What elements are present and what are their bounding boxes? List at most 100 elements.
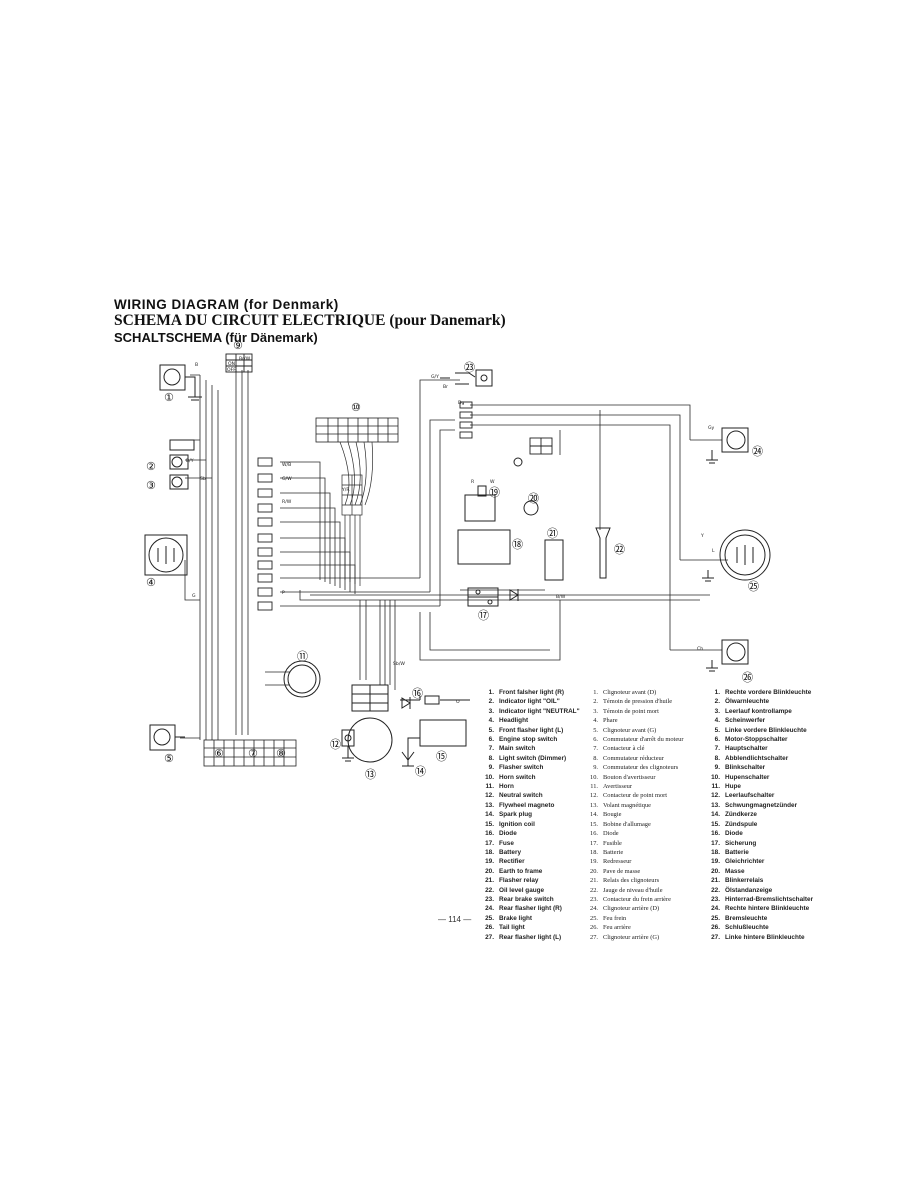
wire-code-l: L: [712, 548, 715, 554]
legend-text: Diode: [603, 830, 619, 838]
legend-text: Oil level gauge: [499, 886, 545, 894]
legend-text: Bougie: [603, 811, 622, 819]
legend-item-fr: 26.Feu arrière: [584, 923, 683, 932]
callout-10: ⑩: [351, 401, 361, 414]
legend-item-fr: 16.Diode: [584, 829, 683, 838]
legend-item-fr: 10.Bouton d'avertisseur: [584, 773, 683, 782]
legend-text: Indicator light "OIL": [499, 698, 560, 706]
wire-code-r: R: [471, 479, 475, 485]
legend-item-de: 1.Rechte vordere Blinkleuchte: [706, 688, 813, 697]
legend-item-fr: 2.Témoin de pression d'huile: [584, 697, 683, 706]
legend-text: Fuse: [499, 839, 514, 847]
legend-item-de: 4.Scheinwerfer: [706, 716, 813, 725]
callout-9: ⑨: [233, 339, 243, 352]
legend-number: 3.: [488, 707, 494, 715]
legend-text: Clignoteur avant (D): [603, 689, 657, 696]
legend-text: Bobine d'allumage: [603, 820, 651, 828]
legend-item-en: 2.Indicator light "OIL": [480, 697, 580, 706]
legend-item-en: 18.Battery: [480, 848, 580, 857]
handlebar-switch-block: [203, 739, 297, 767]
legend-text: Horn switch: [499, 773, 536, 781]
legend-text: Clignoteur arrière (D): [603, 905, 660, 913]
legend-text: Ölwarnleuchte: [725, 698, 770, 706]
rear-flasher-right: [706, 427, 749, 464]
legend-item-fr: 27.Clignoteur arrière (G): [584, 933, 683, 942]
legend-text: Hauptschalter: [725, 745, 768, 753]
legend-item-en: 16.Diode: [480, 829, 580, 838]
legend-number: 25.: [711, 914, 720, 922]
legend-item-en: 8.Light switch (Dimmer): [480, 754, 580, 763]
legend-number: 7.: [593, 745, 598, 753]
callout-6: ⑥: [214, 747, 224, 760]
legend-text: Ignition coil: [499, 820, 535, 828]
callout-7: ⑦: [248, 747, 258, 760]
legend-number: 4.: [714, 717, 720, 725]
legend-number: 1.: [488, 689, 494, 696]
legend-item-de: 18.Batterie: [706, 848, 813, 857]
legend-text: Contacteur de point mort: [603, 792, 668, 800]
legend-text: Motor-Stoppschalter: [725, 736, 788, 744]
legend-item-en: 20. Earth to frame: [480, 867, 580, 876]
legend-item-fr: 3.Témoin de point mort: [584, 707, 683, 716]
legend-text: Commutateur d'arrêt du moteur: [603, 736, 684, 744]
legend-item-fr: 21.Relais des clignoteurs: [584, 876, 683, 885]
legend-number: 4.: [488, 717, 494, 725]
legend-text: Schlußleuchte: [725, 924, 769, 932]
legend-text: Abblendlichtschalter: [725, 754, 789, 762]
legend-number: 24.: [485, 905, 494, 913]
legend-number: 12.: [590, 792, 598, 800]
legend-text: Fusible: [603, 839, 622, 847]
legend-item-en: 13.Flywheel magneto: [480, 801, 580, 810]
title-french: SCHEMA DU CIRCUIT ELECTRIQUE (pour Danem…: [114, 312, 506, 329]
legend-item-en: 3.Indicator light "NEUTRAL": [480, 707, 580, 716]
legend-item-de: 8.Abblendlichtschalter: [706, 754, 813, 763]
legend-text: Témoin de point mort: [603, 707, 659, 715]
legend-number: 17.: [711, 839, 720, 847]
legend-number: 23.: [485, 895, 494, 903]
front-flasher-right: [159, 364, 202, 401]
callout-23: ㉓: [464, 361, 475, 374]
legend-number: 10.: [485, 773, 494, 781]
legend-text: Earth to frame: [499, 867, 543, 875]
legend-number: 20.: [485, 867, 494, 875]
legend-text: Diode: [499, 830, 517, 838]
legend-item-en: 25.Brake light: [480, 914, 580, 923]
wire-code-gy: Gy: [708, 425, 715, 431]
legend-english: 1.Front falsher light (R)2.Indicator lig…: [480, 688, 580, 942]
legend-text: Batterie: [603, 848, 624, 856]
legend-item-de: 17. Sicherung: [706, 839, 813, 848]
legend-item-de: 25.Bremsleuchte: [706, 914, 813, 923]
legend-item-fr: 22.Jauge de niveau d'huile: [584, 886, 683, 895]
legend-text: Sicherung: [725, 839, 757, 847]
legend-number: 10.: [590, 773, 598, 781]
legend-text: Schwungmagnetzünder: [725, 801, 798, 809]
harness-bundle: [339, 441, 374, 586]
legend-number: 21.: [485, 877, 494, 885]
flywheel-magneto: [347, 684, 393, 763]
tail-brake-light: [702, 529, 771, 582]
legend-item-de: 16.Diode: [706, 829, 813, 838]
legend-number: 5.: [488, 726, 494, 734]
legend-number: 8.: [488, 754, 494, 762]
wire-code-g: G: [192, 593, 196, 599]
wire-code-w-b: W/B: [282, 462, 291, 468]
legend-number: 10.: [711, 773, 720, 781]
legend-item-de: 11.Hupe: [706, 782, 813, 791]
wire-code-r-w: R/W: [282, 499, 292, 505]
legend-text: Rechte vordere Blinkleuchte: [725, 689, 812, 696]
callout-3: ③: [146, 479, 156, 492]
legend-text: Feu arrière: [603, 924, 631, 932]
legend-number: 7.: [488, 745, 494, 753]
legend-number: 20.: [711, 867, 720, 875]
legend-text: Rectifier: [499, 858, 525, 866]
legend-number: 26.: [485, 924, 494, 932]
legend-number: 2.: [714, 698, 720, 706]
legend-item-fr: 8.Commutateur réducteur: [584, 754, 683, 763]
wire-harness: [180, 370, 728, 740]
legend-number: 20.: [590, 867, 598, 875]
wire-code-br: Br: [443, 384, 448, 390]
title-english: WIRING DIAGRAM (for Denmark): [114, 297, 339, 312]
legend-item-en: 10. Horn switch: [480, 773, 580, 782]
legend-number: 8.: [593, 754, 598, 762]
legend-number: 18.: [711, 848, 720, 856]
